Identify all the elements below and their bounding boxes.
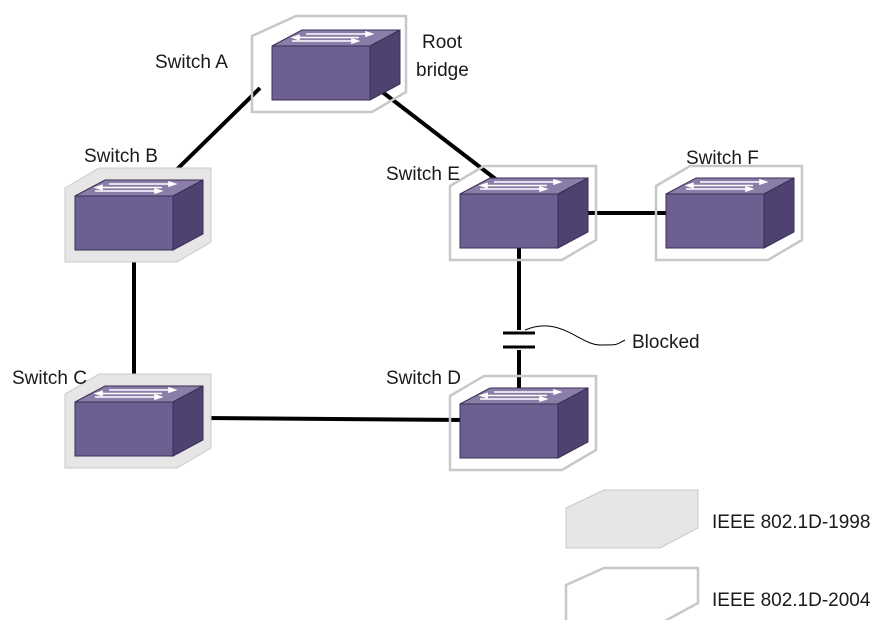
root-bridge-label-line1: Root xyxy=(422,32,463,53)
ieee-2004-frame xyxy=(654,164,804,262)
switch-d-label: Switch D xyxy=(386,368,461,389)
link-e-d-blocked xyxy=(503,248,535,392)
legend-item-1998: IEEE 802.1D-1998 xyxy=(565,489,870,549)
ieee-2004-frame xyxy=(448,374,598,472)
switch-a-label: Switch A xyxy=(155,52,228,73)
switch-icon xyxy=(74,179,204,251)
switch-c-label: Switch C xyxy=(12,368,87,389)
legend-label-1998: IEEE 802.1D-1998 xyxy=(712,512,870,533)
switch-b-label: Switch B xyxy=(84,146,158,167)
switch-front-face xyxy=(74,401,174,457)
switch-arrows-icon xyxy=(478,178,563,193)
switch-front-face xyxy=(459,403,559,459)
legend-item-2004: IEEE 802.1D-2004 xyxy=(564,566,871,620)
switch-side-face xyxy=(369,29,401,101)
ieee-2004-frame xyxy=(250,14,408,114)
switch-icon xyxy=(271,29,401,101)
switch-side-face xyxy=(763,177,795,249)
switch-a xyxy=(250,14,408,114)
switch-arrows-icon xyxy=(290,30,375,45)
switch-icon xyxy=(459,387,589,459)
blocked-callout-line xyxy=(524,325,626,346)
switch-arrows-icon xyxy=(93,386,178,401)
ieee-2004-frame xyxy=(448,164,598,262)
legend-label-2004: IEEE 802.1D-2004 xyxy=(712,590,871,611)
switch-b xyxy=(64,167,212,263)
switch-icon xyxy=(665,177,795,249)
switch-c xyxy=(64,373,212,469)
legend-swatch-filled xyxy=(565,489,699,549)
switch-front-face xyxy=(459,193,559,249)
switch-side-face xyxy=(557,387,589,459)
switch-front-face xyxy=(74,195,174,251)
switch-icon xyxy=(74,385,204,457)
blocked-label: Blocked xyxy=(632,332,700,353)
labels-layer: Switch A Root bridge Switch B Switch C S… xyxy=(12,32,759,389)
switch-arrows-icon xyxy=(684,178,769,193)
switch-e xyxy=(448,164,598,262)
switch-icon xyxy=(459,177,589,249)
legend-swatch-outline xyxy=(564,566,700,620)
switch-f xyxy=(654,164,804,262)
switch-front-face xyxy=(665,193,765,249)
switch-side-face xyxy=(557,177,589,249)
switch-arrows-icon xyxy=(93,180,178,195)
switches-layer xyxy=(64,14,804,472)
switch-f-label: Switch F xyxy=(686,148,759,169)
switch-front-face xyxy=(271,45,371,101)
switch-side-face xyxy=(172,179,204,251)
switch-arrows-icon xyxy=(478,388,563,403)
switch-d xyxy=(448,374,598,472)
switch-e-label: Switch E xyxy=(386,164,460,185)
legend: IEEE 802.1D-1998 IEEE 802.1D-2004 xyxy=(564,489,871,620)
link-c-d xyxy=(204,416,466,422)
root-bridge-label-line2: bridge xyxy=(416,60,469,81)
switch-side-face xyxy=(172,385,204,457)
